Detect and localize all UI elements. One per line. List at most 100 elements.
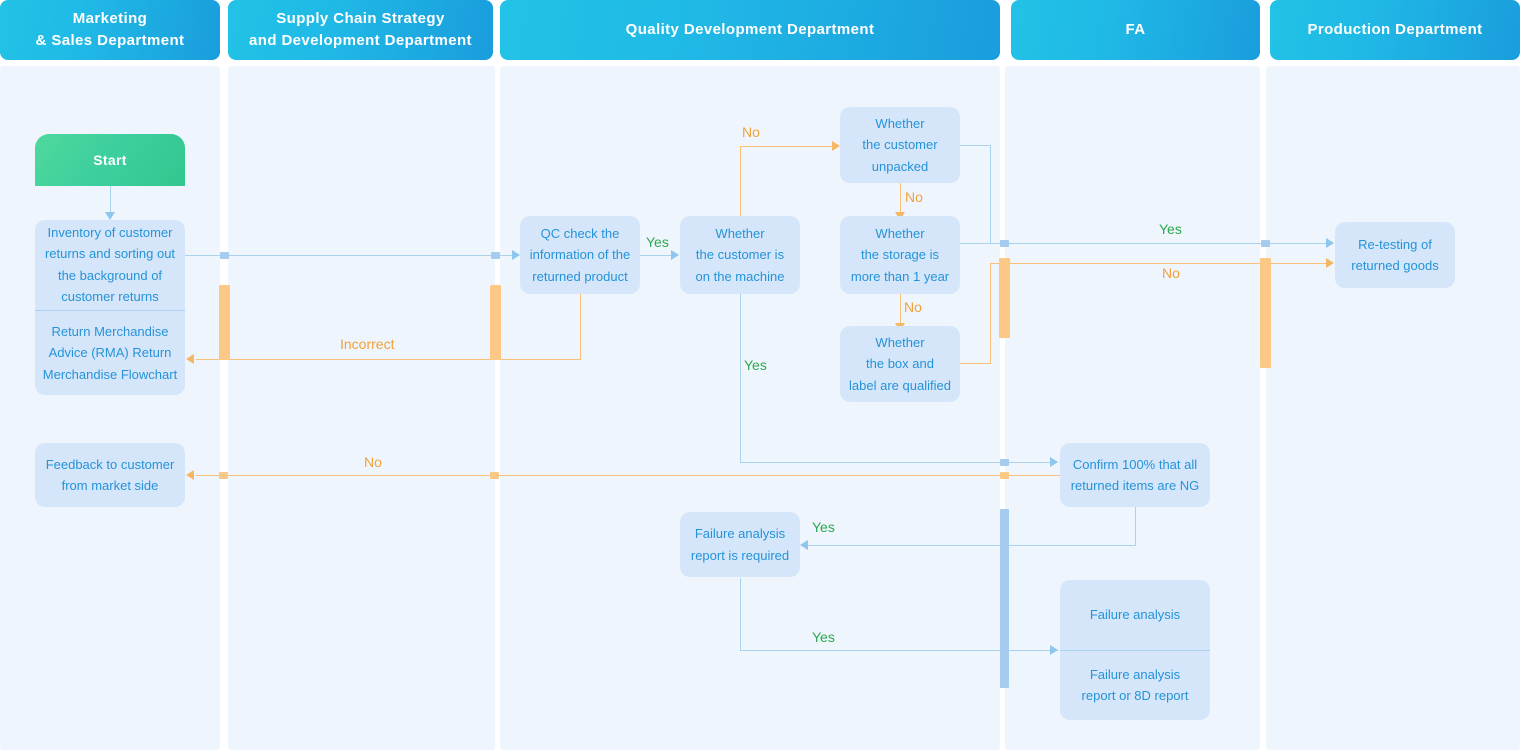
- arrowhead-inventory-to-qc: [512, 250, 520, 260]
- node-retesting-line1: Re-testing of: [1358, 236, 1432, 252]
- arrowhead-no-to-retesting: [1326, 258, 1334, 268]
- lane-title-line2: & Sales Department: [35, 32, 185, 49]
- lane-cross-marker-no-retest-2: [1260, 258, 1271, 368]
- lane-cross-marker-inventory-2: [491, 252, 500, 259]
- edge-confirm-to-report-vertical: [1135, 506, 1136, 546]
- edge-label-incorrect: Incorrect: [340, 336, 395, 352]
- node-confirm-ng[interactable]: Confirm 100% that all returned items are…: [1060, 443, 1210, 507]
- node-on-machine-line2: the customer is: [695, 247, 785, 263]
- node-qc-check-line3: returned product: [532, 268, 628, 284]
- node-rma[interactable]: Return Merchandise Advice (RMA) Return M…: [35, 309, 185, 395]
- node-unpacked-line2: the customer: [862, 137, 938, 153]
- node-inventory[interactable]: Inventory of customer returns and sortin…: [35, 220, 185, 310]
- node-fa-report-required[interactable]: Failure analysis report is required: [680, 512, 800, 577]
- node-inventory-line4: customer returns: [61, 289, 159, 305]
- lane-body-production: [1266, 66, 1520, 750]
- node-fa-report-required-line1: Failure analysis: [694, 526, 786, 542]
- edge-unpacked-yes-horizontal: [958, 145, 991, 146]
- arrowhead-incorrect-to-rma: [186, 354, 194, 364]
- edge-label-confirm-to-report-yes: Yes: [812, 519, 835, 535]
- node-box-label-line1: Whether: [875, 334, 925, 350]
- edge-on-machine-no-vertical: [740, 146, 741, 221]
- lane-cross-marker-report-fa: [1000, 578, 1009, 688]
- node-failure-analysis[interactable]: Failure analysis: [1060, 580, 1210, 650]
- node-failure-analysis-group[interactable]: Failure analysis Failure analysis report…: [1060, 580, 1210, 720]
- lane-header-fa: FA: [1011, 0, 1260, 60]
- node-on-machine-line3: on the machine: [695, 268, 785, 284]
- lane-header-supply-chain: Supply Chain Strategy and Development De…: [228, 0, 493, 60]
- lane-cross-marker-feedback-3: [1000, 472, 1009, 479]
- node-start-label: Start: [93, 152, 127, 168]
- node-failure-analysis-label: Failure analysis: [1089, 607, 1181, 623]
- edge-label-qc-to-on-machine: Yes: [646, 234, 669, 250]
- lane-header-production: Production Department: [1270, 0, 1520, 60]
- node-unpacked-line3: unpacked: [871, 158, 929, 174]
- node-retesting-line2: returned goods: [1351, 258, 1439, 273]
- arrowhead-report-to-fa: [1050, 645, 1058, 655]
- node-unpacked[interactable]: Whether the customer unpacked: [840, 107, 960, 183]
- node-on-machine[interactable]: Whether the customer is on the machine: [680, 216, 800, 294]
- edge-storage-no-vertical: [900, 291, 901, 325]
- edge-unpacked-yes-vertical: [990, 145, 991, 243]
- edge-label-to-feedback-no: No: [364, 454, 382, 470]
- arrowhead-yes-to-retesting: [1326, 238, 1334, 248]
- arrowhead-confirm-to-report: [800, 540, 808, 550]
- edge-on-machine-no-horizontal: [740, 146, 834, 147]
- arrowhead-qc-to-on-machine: [671, 250, 679, 260]
- node-fa-report-required-line2: report is required: [690, 547, 790, 563]
- lane-body-supply-chain: [228, 66, 495, 750]
- node-rma-line3: Merchandise Flowchart: [42, 366, 178, 382]
- arrowhead-on-machine-to-confirm: [1050, 457, 1058, 467]
- node-qc-check-line2: information of the: [529, 247, 631, 263]
- node-feedback-line1: Feedback to customer: [45, 456, 175, 472]
- lane-title-line1: Supply Chain Strategy: [276, 10, 445, 28]
- edge-qc-to-on-machine: [639, 255, 673, 256]
- lane-cross-marker-incorrect-1: [219, 285, 230, 360]
- node-fa-report-8d[interactable]: Failure analysis report or 8D report: [1060, 649, 1210, 721]
- arrowhead-start-to-inventory: [105, 212, 115, 220]
- node-storage-line2: the storage is: [860, 247, 940, 263]
- node-confirm-ng-line2: returned items are NG: [1070, 478, 1200, 493]
- lane-title-line2: and Development Department: [249, 32, 472, 49]
- edge-box-label-right: [958, 363, 991, 364]
- edge-start-to-inventory: [110, 186, 111, 214]
- node-inventory-line1: Inventory of customer: [47, 225, 173, 240]
- edge-label-on-machine-yes: Yes: [744, 357, 767, 373]
- node-feedback[interactable]: Feedback to customer from market side: [35, 443, 185, 507]
- node-confirm-ng-line1: Confirm 100% that all: [1072, 456, 1198, 472]
- lane-title-line1: Quality Development Department: [625, 21, 875, 39]
- lane-cross-marker-yes-retest-1: [1000, 240, 1009, 247]
- lane-header-marketing: Marketing & Sales Department: [0, 0, 220, 60]
- edge-to-feedback-horizontal: [196, 475, 1060, 476]
- node-storage[interactable]: Whether the storage is more than 1 year: [840, 216, 960, 294]
- edge-unpacked-no-vertical: [900, 180, 901, 214]
- lane-cross-marker-yes-retest-2: [1261, 240, 1270, 247]
- node-inventory-line3: the background of: [57, 267, 163, 283]
- edge-report-to-fa-vertical: [740, 578, 741, 650]
- lane-cross-marker-no-retest-1: [999, 258, 1010, 338]
- lane-cross-marker-on-machine-yes: [1000, 459, 1009, 466]
- node-inventory-rma[interactable]: Inventory of customer returns and sortin…: [35, 220, 185, 395]
- edge-qc-incorrect-horizontal: [196, 359, 581, 360]
- node-box-label[interactable]: Whether the box and label are qualified: [840, 326, 960, 402]
- edge-inventory-to-qc: [185, 255, 518, 256]
- node-qc-check[interactable]: QC check the information of the returned…: [520, 216, 640, 294]
- edge-label-to-retesting-yes: Yes: [1159, 221, 1182, 237]
- node-start[interactable]: Start: [35, 134, 185, 186]
- node-fa-report-8d-line1: Failure analysis: [1089, 666, 1181, 682]
- edge-label-storage-no: No: [904, 299, 922, 315]
- node-qc-check-line1: QC check the: [540, 225, 620, 241]
- node-rma-line2: Advice (RMA) Return: [48, 345, 172, 361]
- node-retesting[interactable]: Re-testing of returned goods: [1335, 222, 1455, 288]
- lane-cross-marker-inventory-1: [220, 252, 229, 259]
- node-box-label-line3: label are qualified: [849, 377, 951, 393]
- lane-header-quality: Quality Development Department: [500, 0, 1000, 60]
- edge-on-machine-yes-vertical: [740, 290, 741, 462]
- edge-label-report-to-fa-yes: Yes: [812, 629, 835, 645]
- edge-report-to-fa-horizontal: [740, 650, 1058, 651]
- arrowhead-on-machine-to-unpacked: [832, 141, 840, 151]
- node-unpacked-line1: Whether: [875, 115, 925, 131]
- edge-label-on-machine-no: No: [742, 124, 760, 140]
- edge-qc-incorrect-vertical: [580, 290, 581, 359]
